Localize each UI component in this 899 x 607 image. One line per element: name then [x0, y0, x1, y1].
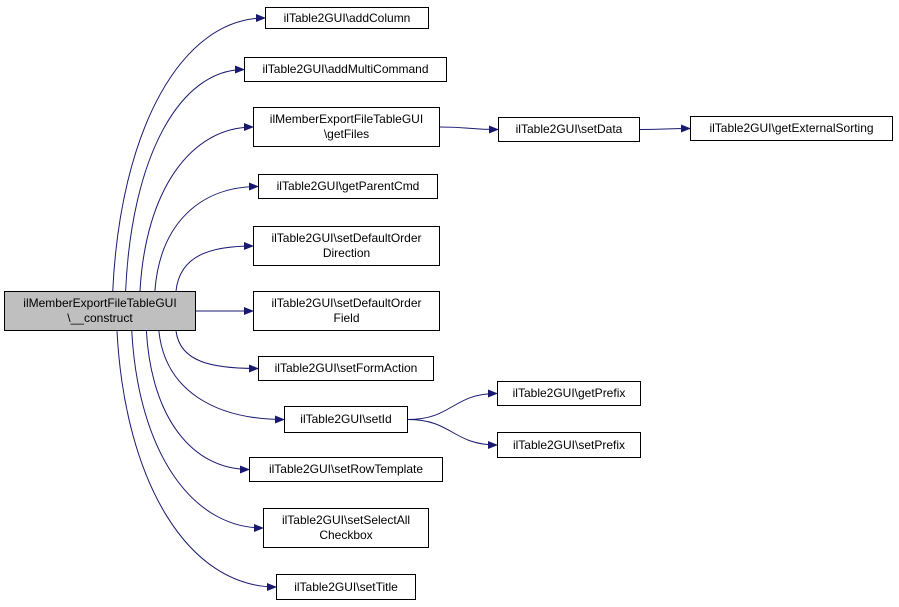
node-root-construct: ilMemberExportFileTableGUI \__construct	[4, 291, 196, 331]
edge-root-to-get-files	[139, 123, 254, 292]
edge-set-id-to-set-prefix	[407, 419, 498, 449]
node-set-default-order-field[interactable]: ilTable2GUI\setDefaultOrder Field	[253, 291, 440, 331]
edge-root-to-set-select-all-checkbox	[131, 330, 264, 532]
edge-root-to-set-row-template	[145, 330, 250, 474]
node-set-select-all-checkbox[interactable]: ilTable2GUI\setSelectAll Checkbox	[263, 508, 429, 548]
node-set-row-template[interactable]: ilTable2GUI\setRowTemplate	[249, 457, 443, 482]
node-set-data[interactable]: ilTable2GUI\setData	[498, 117, 640, 142]
edge-root-to-set-title	[116, 330, 277, 591]
node-set-prefix[interactable]: ilTable2GUI\setPrefix	[497, 432, 641, 458]
node-set-id[interactable]: ilTable2GUI\setId	[284, 406, 408, 433]
node-set-default-order-direction-line2: Direction	[322, 246, 371, 260]
edge-root-to-add-multi-command	[125, 65, 245, 292]
node-set-default-order-field-line2: Field	[333, 311, 360, 325]
node-get-external-sorting[interactable]: ilTable2GUI\getExternalSorting	[690, 116, 893, 141]
node-set-title[interactable]: ilTable2GUI\setTitle	[276, 574, 416, 600]
edge-set-id-to-get-prefix	[407, 389, 498, 420]
node-get-files-line1: ilMemberExportFileTableGUI	[269, 112, 424, 126]
edge-set-data-to-get-external-sorting	[639, 124, 691, 133]
node-get-prefix[interactable]: ilTable2GUI\getPrefix	[497, 381, 641, 406]
node-get-external-sorting-label: ilTable2GUI\getExternalSorting	[709, 121, 874, 135]
node-get-parent-cmd[interactable]: ilTable2GUI\getParentCmd	[258, 174, 438, 199]
node-set-id-label: ilTable2GUI\setId	[300, 412, 392, 426]
node-get-parent-cmd-label: ilTable2GUI\getParentCmd	[276, 179, 420, 193]
node-get-files[interactable]: ilMemberExportFileTableGUI \getFiles	[253, 107, 440, 147]
node-set-title-label: ilTable2GUI\setTitle	[294, 579, 398, 594]
node-root-line2: \__construct	[67, 311, 133, 325]
edge-root-to-set-id	[158, 330, 285, 424]
node-set-select-all-checkbox-line1: ilTable2GUI\setSelectAll	[281, 513, 411, 527]
node-set-default-order-field-line1: ilTable2GUI\setDefaultOrder	[271, 296, 422, 310]
edge-root-to-set-form-action	[175, 330, 259, 373]
node-add-column[interactable]: ilTable2GUI\addColumn	[265, 7, 429, 29]
node-set-row-template-label: ilTable2GUI\setRowTemplate	[268, 462, 424, 476]
node-add-column-label: ilTable2GUI\addColumn	[283, 10, 411, 25]
node-set-prefix-label: ilTable2GUI\setPrefix	[512, 437, 626, 452]
node-set-select-all-checkbox-line2: Checkbox	[319, 528, 373, 542]
node-set-default-order-direction-line1: ilTable2GUI\setDefaultOrder	[271, 231, 422, 245]
node-set-form-action[interactable]: ilTable2GUI\setFormAction	[258, 356, 434, 381]
node-add-multi-command-label: ilTable2GUI\addMultiCommand	[262, 62, 429, 76]
edge-root-to-set-default-order-direction	[175, 242, 254, 292]
node-root-line1: ilMemberExportFileTableGUI	[23, 296, 177, 310]
edge-get-files-to-set-data	[439, 125, 499, 134]
node-set-form-action-label: ilTable2GUI\setFormAction	[274, 361, 418, 375]
edge-root-to-get-parent-cmd	[154, 182, 259, 292]
node-set-default-order-direction[interactable]: ilTable2GUI\setDefaultOrder Direction	[253, 226, 440, 266]
node-set-data-label: ilTable2GUI\setData	[515, 122, 623, 136]
node-get-files-line2: \getFiles	[323, 127, 370, 141]
node-add-multi-command[interactable]: ilTable2GUI\addMultiCommand	[244, 57, 447, 82]
edge-root-to-add-column	[112, 14, 266, 292]
node-get-prefix-label: ilTable2GUI\getPrefix	[512, 386, 626, 400]
